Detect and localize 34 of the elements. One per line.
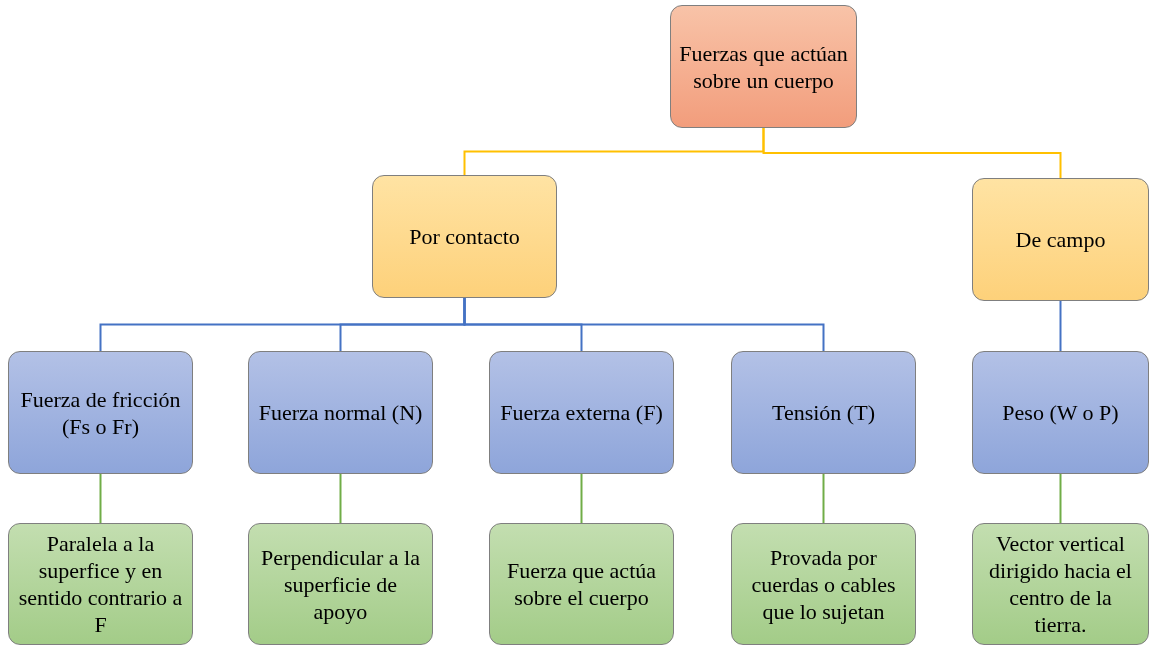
connector-line (463, 297, 825, 352)
force-box (731, 351, 916, 474)
connector-line (99, 473, 102, 524)
node-text: Provada por cuerdas o cables que lo sujetan (750, 543, 897, 625)
force-box (8, 351, 193, 474)
force-box (248, 351, 433, 474)
description-box (8, 523, 193, 645)
node-text: Fuerza que actúa sobre el cuerpo (506, 557, 657, 611)
node-text: Fuerzas que actúan sobre un cuerpo (679, 39, 848, 94)
category-box (972, 178, 1149, 301)
description-box (731, 523, 916, 645)
connector-line (339, 473, 342, 524)
node-text: De campo (1015, 226, 1106, 253)
node-text: Fuerza externa (F) (500, 399, 663, 426)
connector-line (1059, 300, 1062, 352)
force-box (972, 351, 1149, 474)
node-text: Fuerza normal (N) (258, 399, 423, 426)
connector-line (580, 473, 583, 524)
node-text: Tensión (T) (772, 399, 875, 426)
force-box (489, 351, 674, 474)
category-box (372, 175, 557, 298)
node-text: Vector vertical dirigido hacia el centro de la tierra. (988, 530, 1133, 638)
connector-line (762, 127, 1062, 179)
description-box (972, 523, 1149, 645)
node-text: Fuerza de fricción (Fs o Fr) (19, 385, 182, 440)
description-box (248, 523, 433, 645)
connector-line (1059, 473, 1062, 524)
node-text: Por contacto (409, 223, 520, 250)
connector-line (822, 473, 825, 524)
node-text: Perpendicular a la superficie de apoyo (260, 543, 421, 625)
description-box (489, 523, 674, 645)
root-box (670, 5, 857, 128)
node-text: Peso (W o P) (1002, 399, 1119, 426)
node-text: Paralela a la superfice y en sentido contrario a F (17, 530, 184, 638)
